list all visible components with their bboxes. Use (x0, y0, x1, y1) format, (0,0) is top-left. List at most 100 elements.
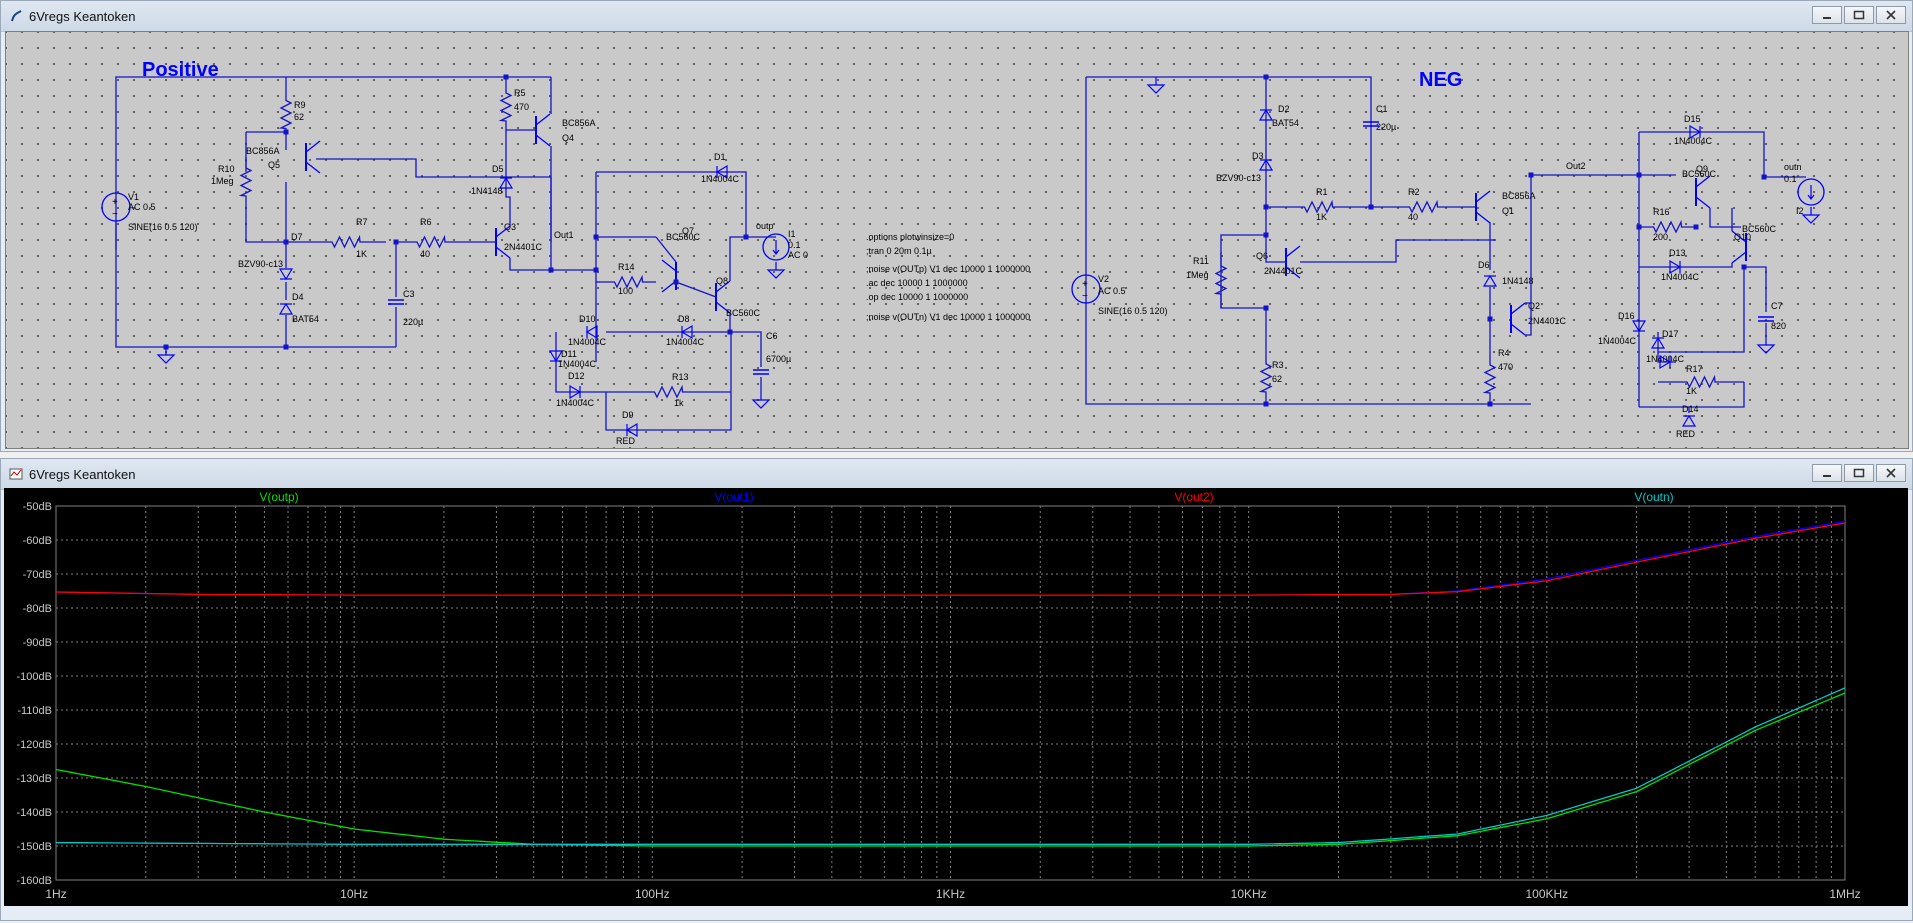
wire (1639, 382, 1745, 408)
maximize-button[interactable] (1844, 6, 1874, 24)
r2-name: R2 (1408, 187, 1420, 197)
diode-symbol (1681, 414, 1697, 427)
d17-name: D17 (1662, 329, 1679, 339)
waveform-chart[interactable]: -50dB-60dB-70dB-80dB-90dB-100dB-110dB-12… (4, 488, 1908, 906)
r13-name: R13 (672, 372, 689, 382)
r6-value: 40 (420, 249, 430, 259)
x-tick-label: 1MHz (1829, 887, 1860, 901)
c3-name: C3 (403, 289, 415, 299)
y-tick-label: -150dB (17, 841, 52, 853)
series-line-voutp (55, 692, 1846, 847)
q2-value: 2N4401C (1528, 316, 1567, 326)
wire (1639, 219, 1696, 234)
d3-value: BZV90-c13 (1216, 173, 1261, 183)
c7-value: 820 (1771, 321, 1786, 331)
x-tick-label: 1Hz (45, 887, 66, 901)
junction-dot (1487, 401, 1493, 407)
junction-dot (1761, 174, 1767, 180)
voltage-source-symbol (101, 192, 131, 222)
d14-value: RED (1676, 429, 1696, 439)
maximize-button[interactable] (1844, 464, 1874, 482)
wire (1085, 77, 1531, 405)
series-line-voutn (55, 687, 1846, 845)
wire (555, 332, 606, 393)
r10-value: 1Meg (211, 176, 234, 186)
d3-name: D3 (1252, 151, 1264, 161)
transistor-leads (495, 225, 511, 259)
d14-name: D14 (1682, 404, 1699, 414)
q6-name: Q6 (1256, 251, 1268, 261)
diode-symbol (585, 324, 598, 340)
q1-model: BC856A (1502, 191, 1536, 201)
c1-name: C1 (1376, 104, 1388, 114)
d8-value: 1N4004C (666, 337, 705, 347)
ground-symbol (1146, 77, 1166, 94)
wire (1300, 239, 1496, 263)
r5-name: R5 (514, 88, 526, 98)
d11-name: D11 (561, 349, 577, 359)
wire (655, 236, 677, 263)
wire (238, 157, 253, 207)
q8-model: BC560C (726, 308, 761, 318)
d16-name: D16 (1618, 311, 1635, 321)
minimize-icon (1823, 475, 1831, 477)
d1-value: 1N4004C (701, 174, 740, 184)
waveform-titlebar[interactable]: 6Vregs Keantoken (1, 459, 1912, 490)
y-tick-label: -70dB (23, 569, 52, 581)
current-source-symbol (762, 233, 790, 261)
c6-value: 6700µ (766, 354, 791, 364)
r13-value: 1k (674, 398, 684, 408)
diode-symbol (548, 350, 564, 363)
legend-vout2: V(out2) (1174, 490, 1213, 504)
close-button[interactable] (1876, 6, 1906, 24)
d1-name: D1 (714, 152, 726, 162)
legend-voutn: V(outn) (1634, 490, 1673, 504)
transistor-leads (1510, 302, 1526, 336)
wire (1658, 267, 1745, 353)
junction-dot (1528, 172, 1534, 178)
ground-symbol (751, 392, 771, 409)
heading-negative: NEG (1419, 69, 1462, 91)
close-button[interactable] (1876, 464, 1906, 482)
i1-ac: AC 0 (788, 250, 808, 260)
diode-symbol (498, 176, 514, 189)
wire (1265, 235, 1286, 263)
d13-value: 1N4004C (1661, 272, 1700, 282)
c3-value: 220µ (403, 317, 423, 327)
r7-name: R7 (356, 217, 368, 227)
spice-directive: ;noise v(OUTp) V1 dec 10000 1 1000000 (866, 264, 1030, 274)
legend-voutp: V(outp) (259, 490, 298, 504)
y-tick-label: -110dB (17, 705, 52, 717)
wire (605, 392, 732, 431)
minimize-button[interactable] (1812, 464, 1842, 482)
waveform-plot-area[interactable]: -50dB-60dB-70dB-80dB-90dB-100dB-110dB-12… (4, 488, 1908, 906)
q8-name: Q8 (716, 276, 728, 286)
diode-symbol (278, 302, 294, 315)
wire (1213, 252, 1228, 308)
wire (596, 171, 747, 237)
junction-dot (1263, 401, 1269, 407)
v1-sine: SINE(16 0.5 120) (128, 222, 198, 232)
capacitor-symbol (753, 369, 769, 375)
d9-value: RED (616, 436, 636, 446)
d12-name: D12 (568, 371, 585, 381)
y-tick-label: -90dB (23, 637, 52, 649)
legend-vout1: V(out1) (714, 490, 753, 504)
y-tick-label: -50dB (23, 501, 52, 513)
q5-model: BC856A (246, 146, 280, 156)
heading-positive: Positive (142, 59, 219, 81)
diode-symbol (1258, 108, 1274, 121)
transistor-leads (715, 280, 731, 314)
wire (1639, 131, 1765, 177)
d8-name: D8 (678, 314, 690, 324)
transistor-leads (1731, 230, 1747, 264)
schematic-titlebar[interactable]: 6Vregs Keantoken (1, 1, 1912, 32)
r16-value: 200 (1653, 232, 1668, 242)
q1-name: Q1 (1502, 206, 1514, 216)
voltage-source-minus: − (1082, 291, 1088, 302)
ground-symbol (1756, 337, 1776, 354)
x-tick-label: 100KHz (1525, 887, 1568, 901)
minimize-button[interactable] (1812, 6, 1842, 24)
